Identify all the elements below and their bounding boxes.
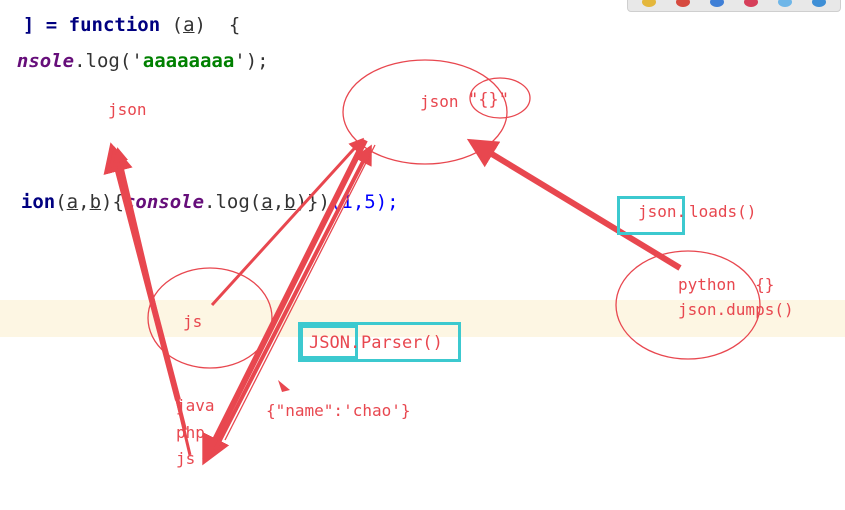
- browser-icon-4[interactable]: [744, 0, 758, 7]
- log-method: log: [215, 191, 250, 213]
- circle-json-top: [342, 59, 508, 165]
- arrow-js-to-json-top: [210, 137, 365, 307]
- code-text: (: [55, 191, 67, 213]
- box-json-loads: [617, 196, 685, 235]
- label-json-loads-suffix: loads(): [689, 202, 757, 221]
- circle-quote-braces: [469, 77, 531, 119]
- code-text: (: [160, 14, 184, 36]
- label-json-top: json: [420, 92, 459, 111]
- browser-icon-6[interactable]: [812, 0, 826, 7]
- label-java: java: [176, 396, 215, 415]
- param-a: a: [261, 191, 273, 213]
- circle-js: [147, 267, 273, 369]
- code-text: )}): [295, 191, 330, 213]
- code-line-iife[interactable]: ion(a,b){console.log(a,b)})(1,5);: [0, 169, 399, 213]
- label-name-object: {"name":'chao'}: [266, 401, 411, 420]
- function-keyword: ion: [20, 191, 56, 213]
- chrome-icon[interactable]: [642, 0, 656, 7]
- label-js-bottom: js: [176, 449, 196, 468]
- code-text: .: [204, 191, 216, 213]
- label-json-left: json: [108, 100, 147, 119]
- browser-icons-bar: [627, 0, 841, 12]
- log-method: log: [85, 50, 120, 72]
- param-b: b: [89, 191, 102, 213]
- code-text: (': [119, 50, 143, 72]
- function-keyword: function: [68, 14, 161, 36]
- code-line-console-log[interactable]: nsole.log('aaaaaaaa');: [0, 28, 269, 72]
- arrow-group: [103, 137, 682, 466]
- label-json-parser-suffix: Parser(): [361, 333, 443, 353]
- arrow-js-up-to-json-top: [213, 144, 372, 451]
- code-text: ){: [101, 191, 124, 213]
- code-text: ) {: [194, 14, 241, 36]
- browser-icon-3[interactable]: [710, 0, 724, 7]
- code-line-function[interactable]: ] = function (a) {: [0, 0, 240, 36]
- box-json-parser-outer: [298, 322, 461, 362]
- label-json-dumps: json.dumps(): [678, 300, 794, 319]
- label-php: php: [176, 423, 205, 442]
- label-json-loads-prefix: json.: [638, 202, 687, 221]
- code-text: ] =: [22, 14, 69, 36]
- string-literal: aaaaaaaa: [142, 50, 235, 72]
- arrow-json-top-to-js: [202, 138, 368, 466]
- console-object: onsole: [135, 191, 205, 213]
- label-js-circle: js: [183, 312, 203, 331]
- browser-icon-2[interactable]: [676, 0, 690, 7]
- param-a: a: [66, 191, 79, 213]
- label-python: python {}: [678, 275, 775, 294]
- param-b: b: [284, 191, 296, 213]
- circle-python: [615, 250, 761, 360]
- code-text: ,: [272, 191, 285, 213]
- param-a: a: [183, 14, 195, 36]
- browser-icon-5[interactable]: [778, 0, 792, 7]
- arrow-thin-to-json-top: [224, 144, 376, 441]
- current-line-highlight: [0, 300, 845, 337]
- label-json-quote-braces: "{}": [468, 90, 509, 110]
- code-text: (: [249, 191, 262, 213]
- box-json-parser-inner: [300, 325, 358, 359]
- arrow-js-bottom-to-json: [113, 147, 192, 456]
- code-text: .: [74, 50, 86, 72]
- arrow-small-mark: [278, 380, 290, 392]
- console-object: nsole: [16, 50, 75, 72]
- label-json-parser-prefix: JSON.: [309, 333, 361, 353]
- code-text: ,: [78, 191, 90, 213]
- code-text: ');: [234, 50, 269, 72]
- arrow-python-to-json: [466, 138, 682, 271]
